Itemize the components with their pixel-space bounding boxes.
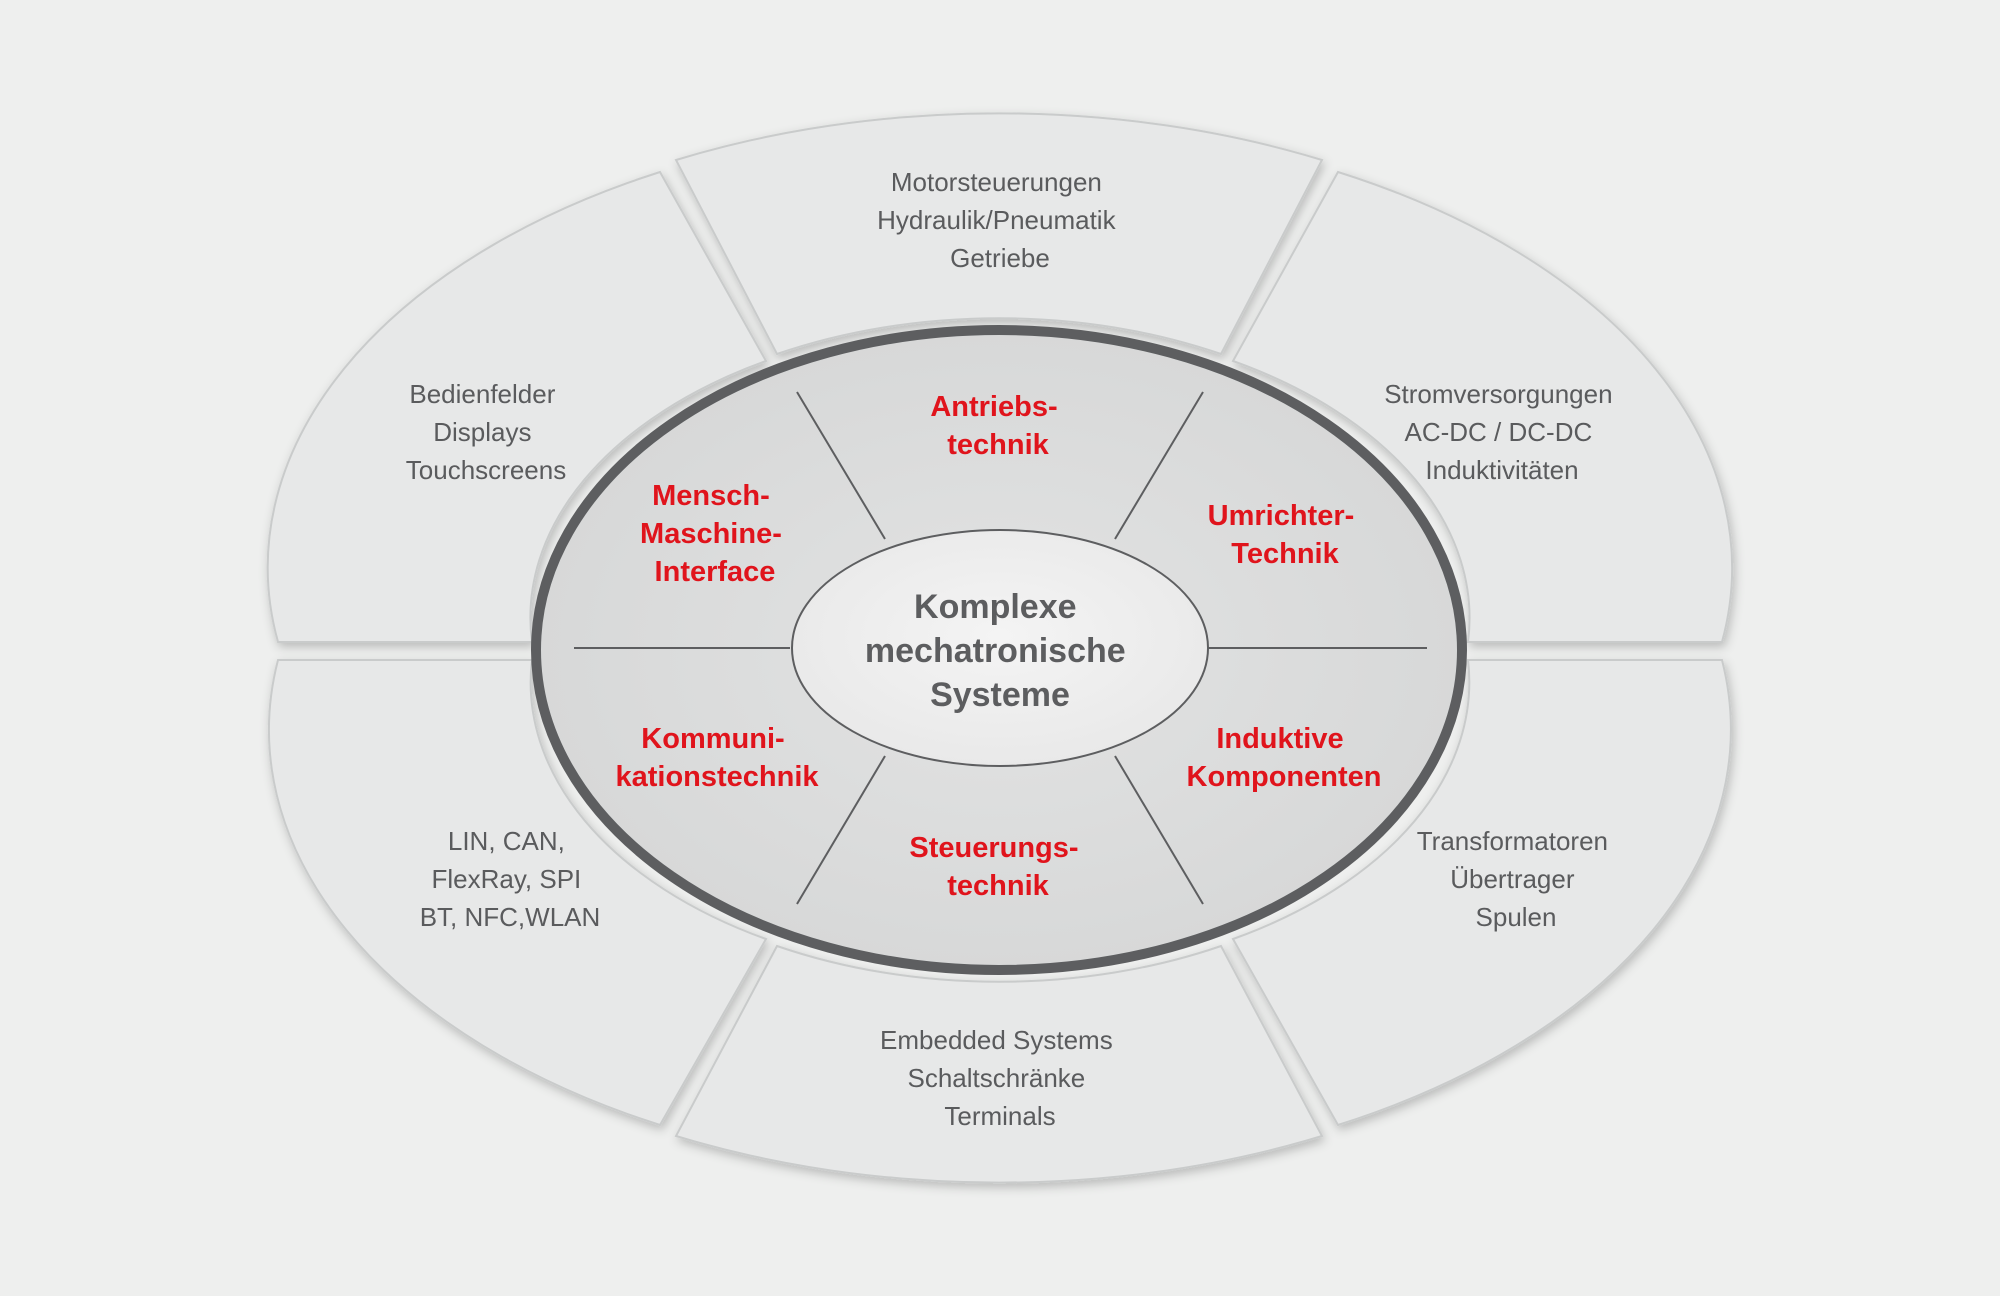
outer-segments [266, 112, 1734, 1184]
outer-label-induktive-examples: Transformatoren Übertrager Spulen [1417, 826, 1615, 932]
outer-label-antrieb-examples: Motorsteuerungen Hydraulik/Pneumatik Get… [877, 167, 1123, 273]
inner-label-umrichter-technik: Umrichter- Technik [1208, 500, 1363, 570]
divider-top-left [796, 391, 886, 540]
center-title: Komplexe mechatronische Systeme [865, 588, 1135, 714]
center-ellipse [791, 529, 1209, 767]
outer-segment-bottom-left [267, 659, 768, 1127]
outer-segment-top-left [266, 170, 768, 643]
outer-segment-top-right [1231, 170, 1734, 643]
outer-label-kommunikation-examples: LIN, CAN, FlexRay, SPI BT, NFC,WLAN [420, 826, 601, 932]
inner-label-induktive-komponenten: Induktive Komponenten [1187, 723, 1382, 793]
outer-segment-bottom [674, 944, 1324, 1184]
outer-segment-bottom-right [1231, 659, 1732, 1127]
outer-label-steuerung-examples: Embedded Systems Schaltschränke Terminal… [880, 1025, 1120, 1131]
outer-label-mensch-examples: Bedienfelder Displays Touchscreens [406, 379, 566, 485]
outer-label-umrichter-examples: Stromversorgungen AC-DC / DC-DC Induktiv… [1384, 379, 1620, 485]
inner-label-mensch-maschine-interface: Mensch- Maschine- Interface [640, 480, 790, 588]
outer-segment-top [674, 112, 1324, 356]
inner-label-kommunikationstechnik: Kommuni- kationstechnik [615, 723, 819, 793]
divider-bottom-right [1114, 755, 1204, 905]
inner-label-antriebstechnik: Antriebs- technik [930, 391, 1065, 461]
divider-bottom-left [796, 755, 886, 905]
inner-dividers [574, 391, 1427, 905]
inner-label-steuerungstechnik: Steuerungs- technik [909, 832, 1086, 902]
divider-top-right [1114, 391, 1204, 540]
